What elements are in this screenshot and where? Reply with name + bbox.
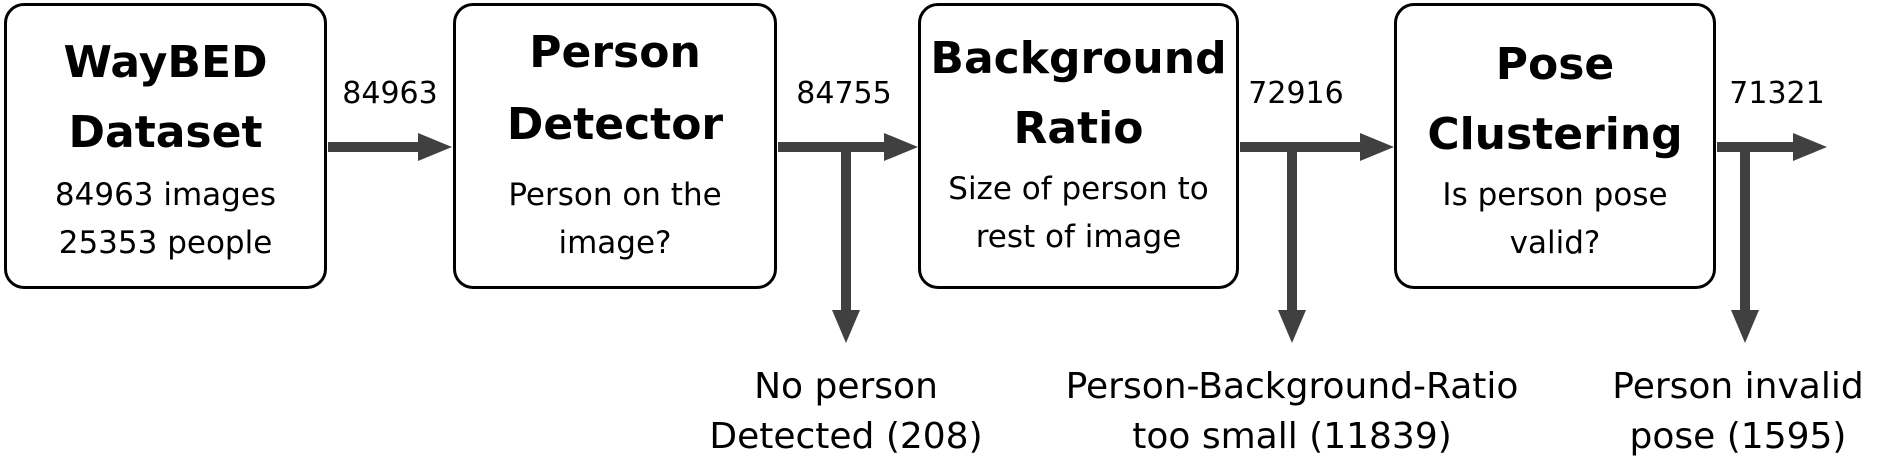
- arrow-detector-to-background: [778, 133, 918, 161]
- stage-title-line1: Person: [529, 27, 701, 78]
- stage-desc-line1: Is person pose: [1442, 177, 1668, 213]
- stage-box-detector: Person Detector Person on the image?: [453, 3, 777, 289]
- stage-title-line2: Ratio: [1013, 103, 1144, 154]
- stage-desc-line1: Person on the: [508, 177, 722, 213]
- count-label-dataset-output: 84963: [342, 76, 438, 111]
- stage-desc-line2: rest of image: [975, 219, 1182, 255]
- stage-title-line1: Background: [930, 33, 1227, 84]
- count-label-detector-output: 84755: [796, 76, 892, 111]
- count-label-pose-output: 71321: [1729, 76, 1825, 111]
- arrow-detector-reject: [832, 147, 860, 343]
- stage-title-line2: Clustering: [1427, 109, 1683, 160]
- reject-line1: Person-Background-Ratio: [1065, 366, 1519, 407]
- stage-desc-line1: Size of person to: [948, 171, 1209, 207]
- reject-line2: too small (11839): [1132, 416, 1452, 457]
- arrow-background-to-pose: [1240, 133, 1394, 161]
- reject-line2: pose (1595): [1629, 416, 1847, 457]
- stage-title-line1: Pose: [1495, 39, 1615, 90]
- reject-label-detector: No person Detected (208): [646, 362, 1046, 462]
- arrow-pose-output: [1717, 133, 1827, 161]
- reject-line2: Detected (208): [709, 416, 983, 457]
- stage-desc-line2: 25353 people: [58, 225, 273, 261]
- count-label-background-output: 72916: [1248, 76, 1344, 111]
- arrow-background-reject: [1278, 147, 1306, 343]
- reject-label-pose: Person invalid pose (1595): [1593, 362, 1883, 462]
- reject-label-background: Person-Background-Ratio too small (11839…: [1032, 362, 1552, 462]
- stage-desc-line2: image?: [558, 225, 672, 261]
- stage-box-dataset: WayBED Dataset 84963 images 25353 people: [4, 3, 327, 289]
- reject-line1: Person invalid: [1612, 366, 1864, 407]
- reject-line1: No person: [754, 366, 938, 407]
- stage-title-line2: Dataset: [68, 107, 263, 158]
- stage-title-line1: WayBED: [63, 37, 268, 88]
- stage-desc-line2: valid?: [1509, 225, 1601, 261]
- arrow-pose-reject: [1731, 147, 1759, 343]
- stage-desc-line1: 84963 images: [54, 177, 277, 213]
- arrow-dataset-to-detector: [328, 133, 452, 161]
- stage-box-background: Background Ratio Size of person to rest …: [918, 3, 1239, 289]
- stage-title-line2: Detector: [506, 99, 724, 150]
- stage-box-pose: Pose Clustering Is person pose valid?: [1394, 3, 1716, 289]
